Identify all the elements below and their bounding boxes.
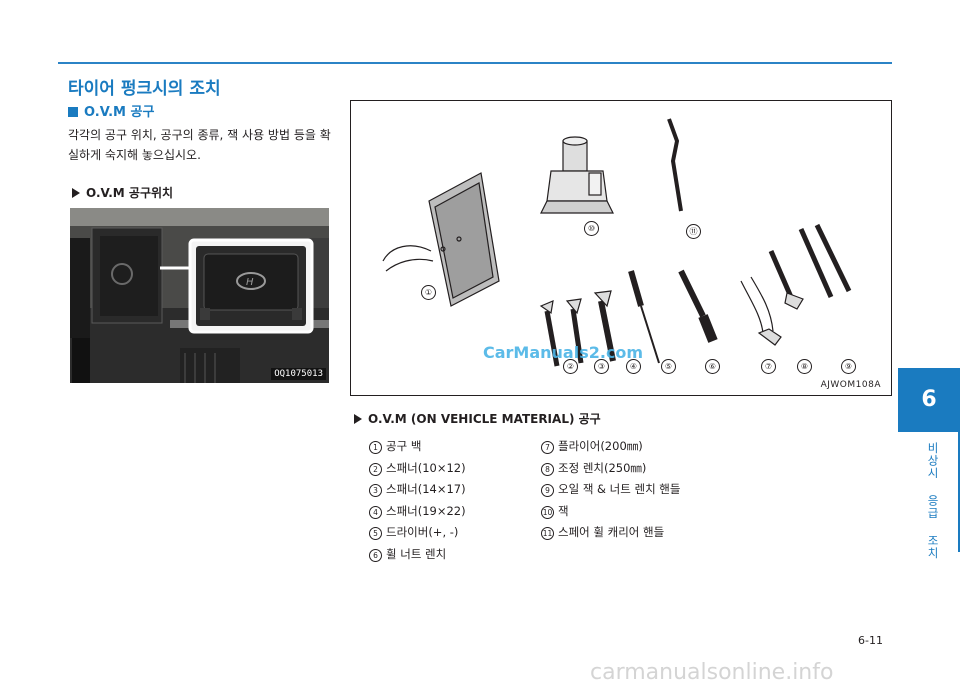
list-item: 1 공구 백: [369, 436, 466, 458]
number-circle: 4: [369, 505, 382, 519]
callout-4: ④: [626, 359, 641, 374]
list-item: 4 스패너(19×22): [369, 501, 466, 523]
footer-watermark: carmanualsonline.info: [590, 660, 834, 685]
callout-11: ⑪: [686, 224, 701, 239]
list-item: 6 휠 너트 렌치: [369, 544, 466, 566]
number-circle: 6: [369, 548, 382, 562]
section-title: 타이어 펑크시의 조치: [68, 79, 221, 99]
chapter-tab: 6: [898, 368, 960, 432]
callout-6: ⑥: [705, 359, 720, 374]
triangle-bullet-icon: [354, 414, 362, 424]
item-label: 공구 백: [386, 439, 422, 453]
number-circle: 7: [541, 441, 554, 454]
item-label: 플라이어(200㎜): [558, 439, 643, 453]
list-item: 2 스패너(10×12): [369, 458, 466, 480]
location-heading-text: O.V.M 공구위치: [86, 186, 174, 200]
number-circle: 9: [541, 484, 554, 497]
item-label: 휠 너트 렌치: [386, 546, 447, 561]
number-circle: 8: [541, 462, 554, 476]
number-circle: 3: [369, 484, 382, 497]
item-label: 잭: [558, 503, 569, 518]
square-bullet-icon: [68, 107, 78, 117]
tools-list-right: 7 플라이어(200㎜) 8 조정 렌치(250㎜) 9 오일 잭 & 너트 렌치 핸…: [541, 436, 680, 544]
callout-10: ⑩: [584, 221, 599, 236]
list-item: 5 드라이버(+, -): [369, 522, 466, 544]
top-rule: [58, 62, 892, 64]
number-circle: 10: [541, 505, 554, 519]
page-number: 6-11: [858, 634, 883, 647]
number-circle: 2: [369, 462, 382, 476]
callout-3: ③: [594, 359, 609, 374]
tool-location-photo: H OQ1075013: [70, 208, 329, 383]
list-item: 3 스패너(14×17): [369, 479, 466, 501]
item-label: 스패너(10×12): [386, 460, 466, 475]
number-circle: 11: [541, 527, 554, 540]
figure-code: AJWOM108A: [820, 380, 881, 390]
item-label: 오일 잭 & 너트 렌치 핸들: [558, 482, 681, 496]
callout-2: ②: [563, 359, 578, 374]
triangle-bullet-icon: [72, 188, 80, 198]
number-circle: 1: [369, 441, 382, 454]
list-item: 7 플라이어(200㎜): [541, 436, 680, 458]
truck-side-illustration: H: [70, 208, 329, 383]
chapter-title: 비상시 응급 조치: [926, 442, 940, 560]
number-circle: 5: [369, 527, 382, 540]
list-item: 10 잭: [541, 501, 680, 523]
chapter-rule: [958, 432, 960, 552]
item-label: 스패너(19×22): [386, 503, 466, 518]
callout-5: ⑤: [661, 359, 676, 374]
tools-heading-text: O.V.M (ON VEHICLE MATERIAL) 공구: [368, 412, 601, 426]
item-label: 스페어 휠 캐리어 핸들: [558, 525, 665, 539]
callout-1: ①: [421, 285, 436, 300]
callout-8: ⑧: [797, 359, 812, 374]
tools-heading: O.V.M (ON VEHICLE MATERIAL) 공구: [354, 410, 601, 427]
intro-paragraph: 각각의 공구 위치, 공구의 종류, 잭 사용 방법 등을 확실하게 숙지해 놓…: [68, 128, 331, 162]
location-heading: O.V.M 공구위치: [72, 184, 173, 201]
item-label: 드라이버(+, -): [386, 525, 459, 539]
item-label: 조정 렌치(250㎜): [558, 460, 647, 475]
tools-illustration: [382, 118, 852, 367]
tools-list-left: 1 공구 백 2 스패너(10×12) 3 스패너(14×17) 4 스패너(19×22…: [369, 436, 466, 565]
subsection-title-text: O.V.M 공구: [84, 105, 155, 120]
callout-7: ⑦: [761, 359, 776, 374]
watermark: CarManuals2.com: [483, 343, 644, 362]
list-item: 9 오일 잭 & 너트 렌치 핸들: [541, 479, 680, 501]
photo-code: OQ1075013: [271, 368, 326, 380]
callout-9: ⑨: [841, 359, 856, 374]
svg-text:H: H: [246, 277, 254, 288]
subsection-title: O.V.M 공구: [68, 101, 154, 120]
list-item: 11 스페어 휠 캐리어 핸들: [541, 522, 680, 544]
item-label: 스패너(14×17): [386, 482, 466, 496]
list-item: 8 조정 렌치(250㎜): [541, 458, 680, 480]
tools-figure: ① ② ③ ④ ⑤ ⑥ ⑦ ⑧ ⑨ ⑩ ⑪ CarManuals2.com AJ…: [350, 100, 892, 396]
